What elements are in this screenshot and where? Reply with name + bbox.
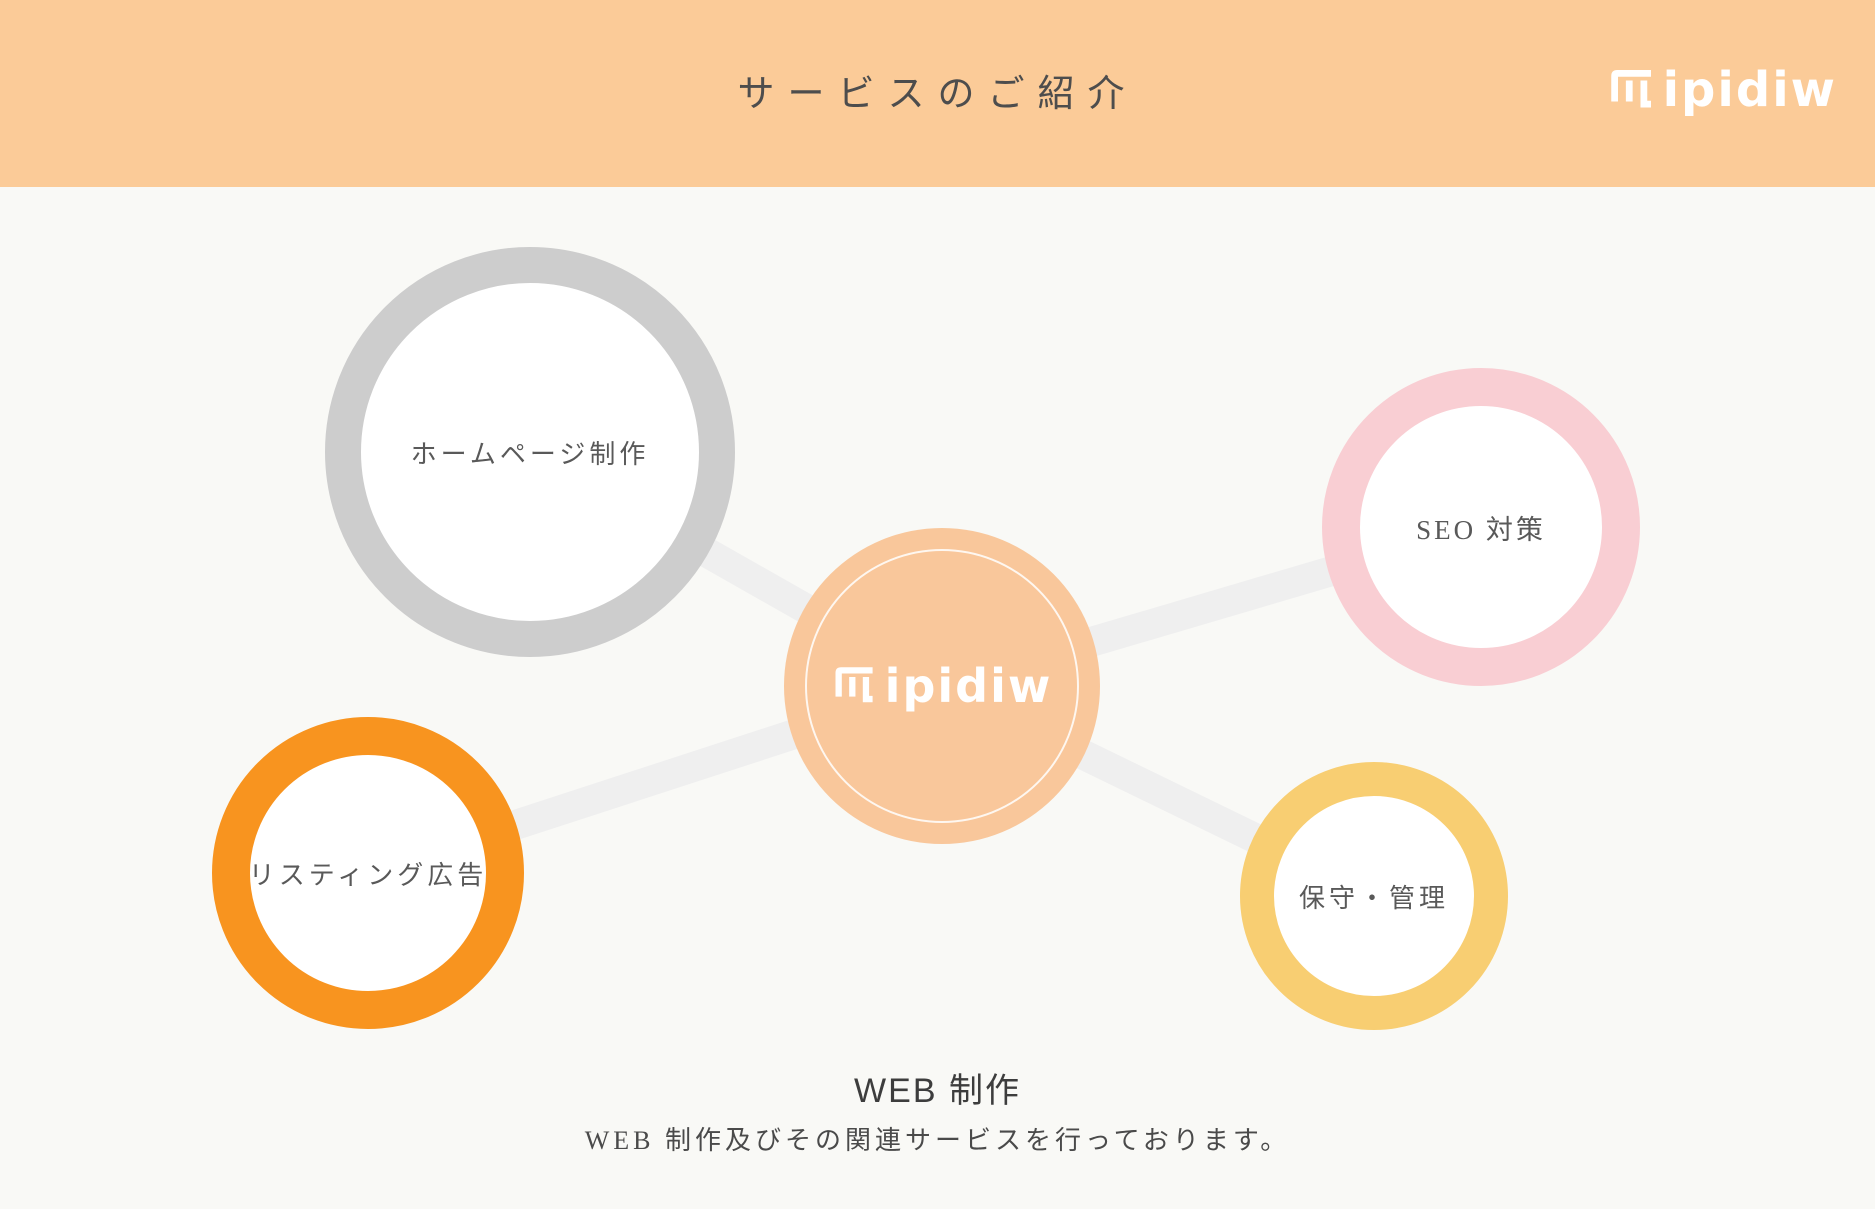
hub-circle: ipidiw xyxy=(784,528,1100,844)
page-title: サービスのご紹介 xyxy=(737,73,1138,114)
service-circle-listing: リスティング広告 xyxy=(212,717,524,1029)
service-circle-maintenance: 保守・管理 xyxy=(1240,762,1508,1030)
service-label-seo: SEO 対策 xyxy=(1416,514,1546,545)
header-band: サービスのご紹介 ipidiw xyxy=(0,0,1875,187)
service-circle-homepage: ホームページ制作 xyxy=(325,247,735,657)
service-label-homepage: ホームページ制作 xyxy=(410,438,650,469)
hub-inner-ring xyxy=(805,549,1079,823)
service-label-maintenance: 保守・管理 xyxy=(1298,882,1449,913)
brand-logo: ipidiw xyxy=(1607,66,1837,114)
footer-description: WEB 制作及びその関連サービスを行っております。 xyxy=(584,1126,1291,1155)
service-circle-seo: SEO 対策 xyxy=(1322,368,1640,686)
footer-heading: WEB 制作 xyxy=(854,1072,1021,1110)
brand-wordmark: ipidiw xyxy=(1662,62,1837,118)
ipidiw-mark-icon xyxy=(1607,67,1653,114)
service-label-listing: リスティング広告 xyxy=(248,859,488,890)
